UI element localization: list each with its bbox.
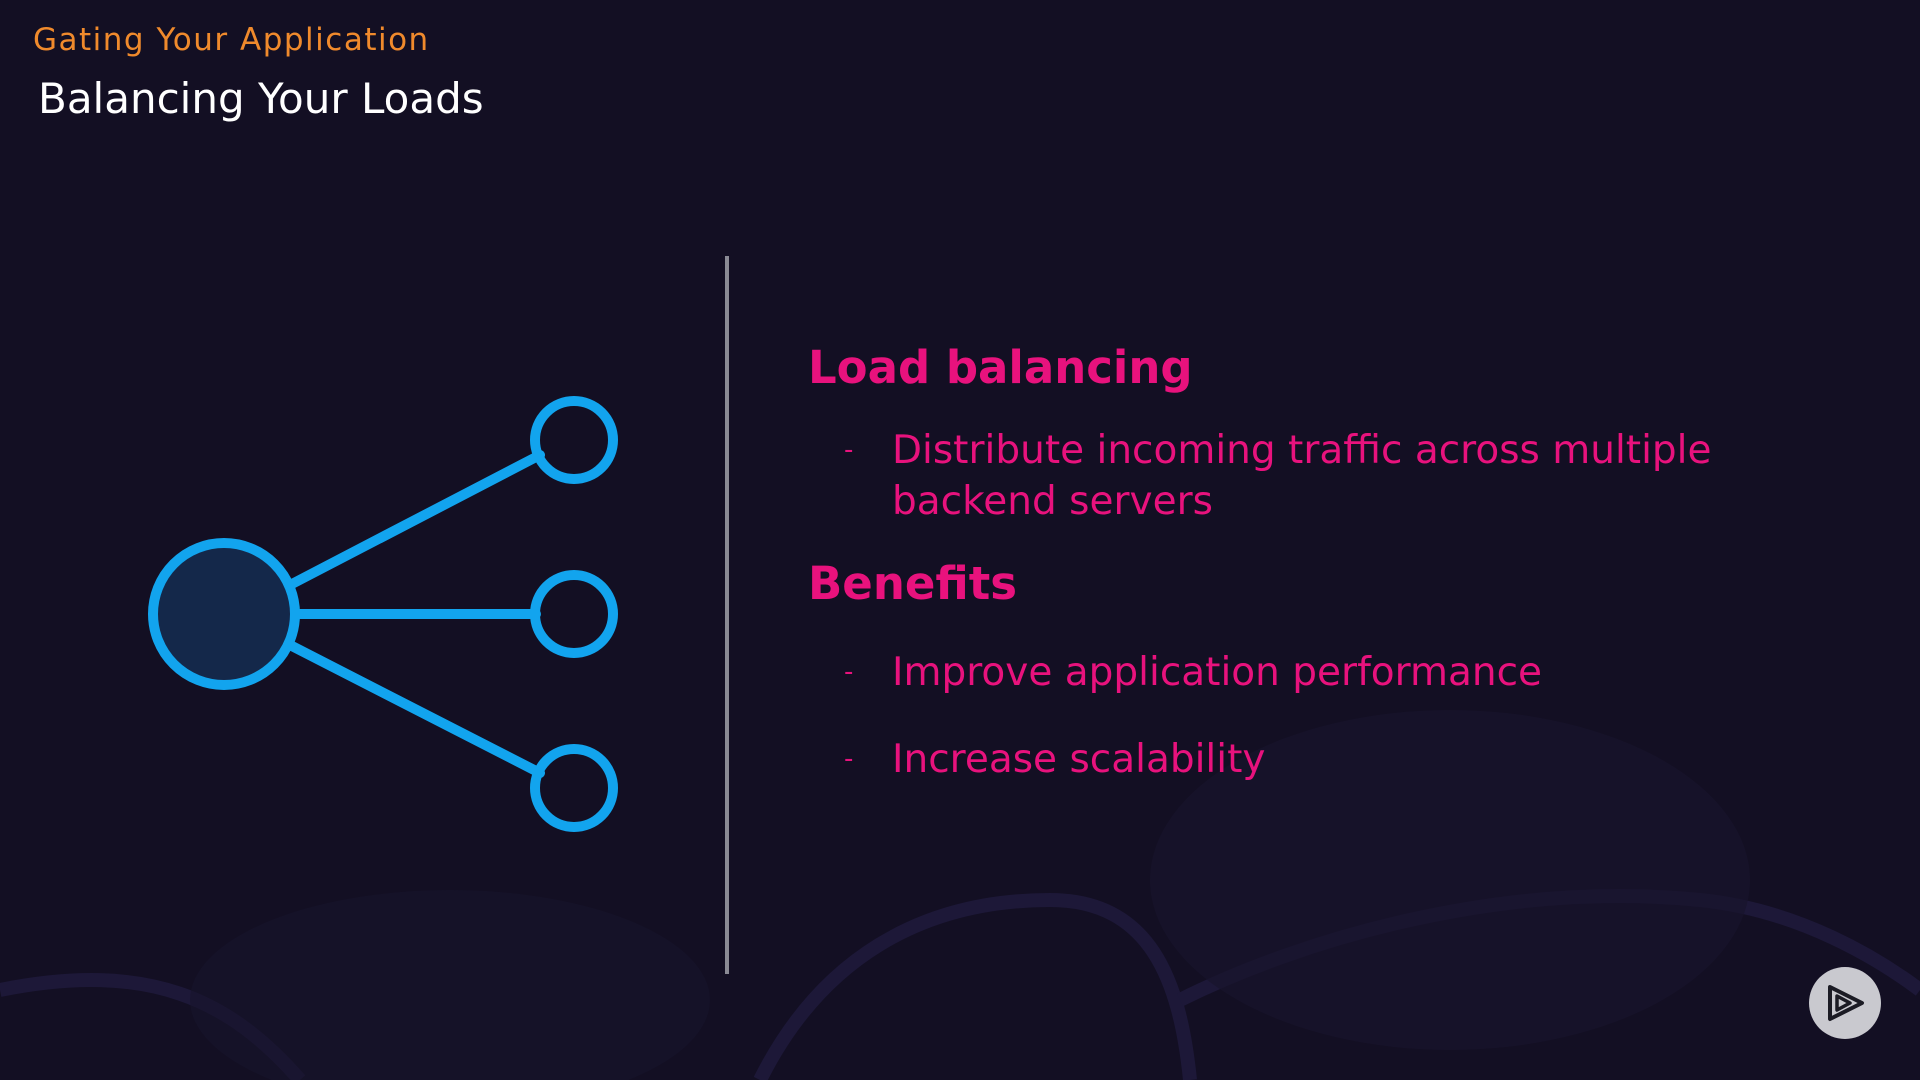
bullet-text-line: backend servers (892, 479, 1213, 524)
slide-title: Balancing Your Loads (38, 74, 484, 123)
bullet-increase-scalability: - Increase scalability (808, 734, 1808, 785)
bullet-distribute-traffic: - Distribute incoming traffic across mul… (808, 425, 1808, 527)
vertical-divider (725, 256, 729, 974)
connector-top (285, 450, 545, 590)
section-eyebrow: Gating Your Application (33, 22, 430, 58)
play-logo-icon (1828, 985, 1864, 1021)
heading-load-balancing: Load balancing (808, 341, 1193, 394)
bullet-dash: - (844, 657, 854, 687)
content-panel: Load balancing - Distribute incoming tra… (808, 338, 1808, 785)
bullet-improve-performance: - Improve application performance (808, 647, 1808, 698)
bullet-dash: - (844, 435, 854, 465)
bullet-text-line: Distribute incoming traffic across multi… (892, 428, 1712, 473)
bullet-text: Improve application performance (892, 650, 1543, 695)
server-node-bottom (530, 744, 618, 832)
play-logo-button[interactable] (1809, 967, 1881, 1039)
server-node-top (530, 396, 618, 484)
server-node-middle (530, 570, 618, 658)
bullet-text: Increase scalability (892, 737, 1266, 782)
connector-bottom (285, 640, 545, 778)
bullet-dash: - (844, 744, 854, 774)
heading-benefits: Benefits (808, 557, 1018, 610)
hub-node (148, 538, 300, 690)
